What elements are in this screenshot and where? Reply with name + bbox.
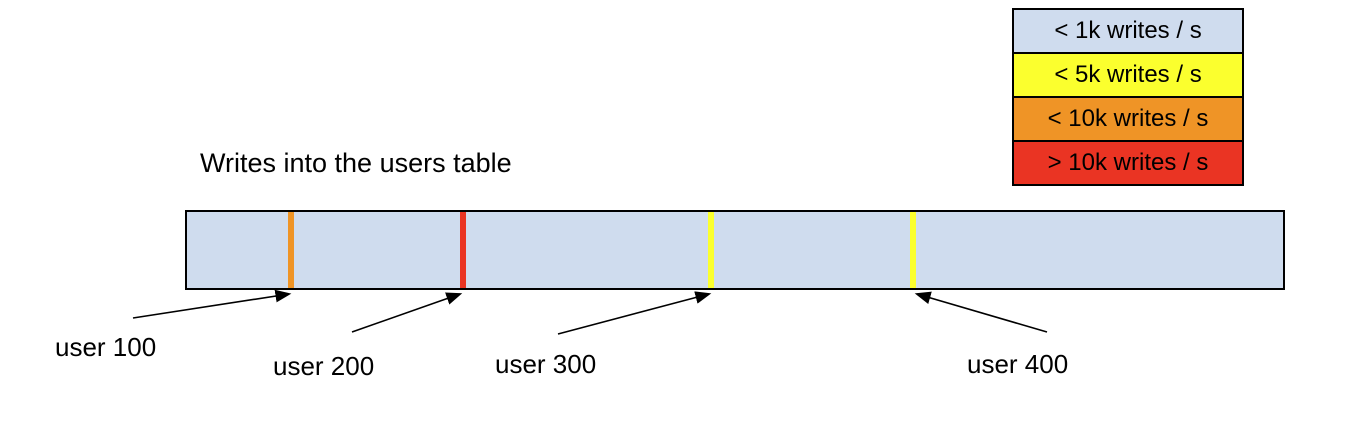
user-400-label: user 400 xyxy=(967,349,1069,379)
user-100-label: user 100 xyxy=(55,332,157,362)
user-100-arrow xyxy=(132,289,292,319)
user-300-arrow xyxy=(557,291,712,335)
user-200-arrow xyxy=(351,292,463,333)
hotspot-stripe-user-100 xyxy=(288,212,294,288)
legend-item-lt-1k-writes: < 1k writes / s xyxy=(1012,8,1244,54)
user-400-arrow xyxy=(914,291,1048,333)
legend-item-label: < 5k writes / s xyxy=(1054,61,1202,88)
legend-item-lt-10k-writes: < 10k writes / s xyxy=(1012,96,1244,142)
hotspot-stripe-user-300 xyxy=(708,212,714,288)
diagram-title: Writes into the users table xyxy=(200,148,512,178)
users-table-bar xyxy=(185,210,1285,290)
legend-item-gt-10k-writes: > 10k writes / s xyxy=(1012,140,1244,186)
user-200-label: user 200 xyxy=(273,351,375,381)
legend-item-label: > 10k writes / s xyxy=(1047,149,1209,176)
write-rate-legend: < 1k writes / s < 5k writes / s < 10k writ… xyxy=(1012,8,1244,186)
user-300-label: user 300 xyxy=(495,349,597,379)
hotspot-stripe-user-200 xyxy=(460,212,466,288)
legend-item-label: < 1k writes / s xyxy=(1054,17,1202,44)
hotspot-stripe-user-400 xyxy=(910,212,916,288)
legend-item-lt-5k-writes: < 5k writes / s xyxy=(1012,52,1244,98)
legend-item-label: < 10k writes / s xyxy=(1047,105,1209,132)
